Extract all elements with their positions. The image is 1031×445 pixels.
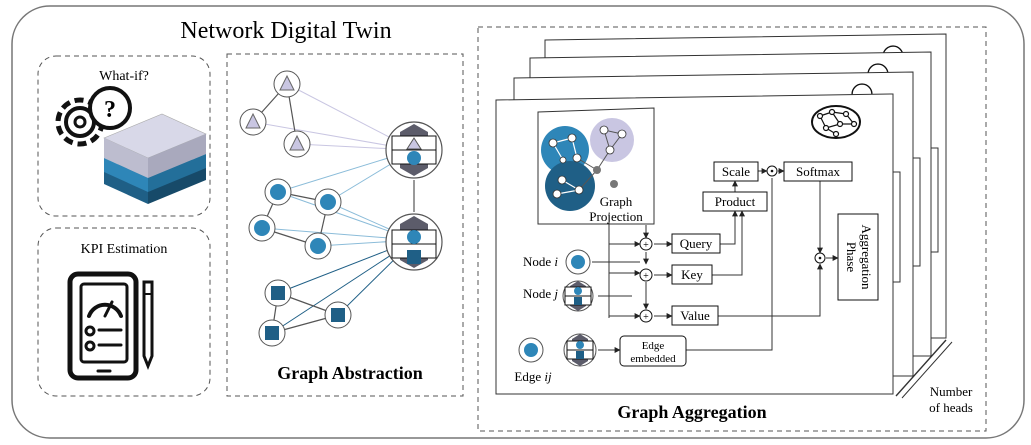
multiply-operator: [814, 252, 826, 264]
edge-ij-aggregate-icon: [563, 333, 597, 367]
what-if-panel: What-if? ?: [37, 55, 211, 217]
svg-text:Query: Query: [680, 236, 713, 251]
neural-network-icon: [811, 105, 861, 139]
graph-aggregation-panel: Graph Projection: [477, 26, 987, 432]
circle-node: [314, 188, 342, 216]
kpi-panel: KPI Estimation: [37, 227, 211, 397]
product-box: Product: [702, 191, 768, 212]
kpi-title: KPI Estimation: [81, 242, 168, 257]
svg-text:Value: Value: [680, 308, 710, 323]
svg-text:Product: Product: [715, 194, 756, 209]
node-i-icon: [565, 249, 591, 275]
scale-box: Scale: [713, 161, 759, 182]
what-if-title: What-if?: [99, 69, 149, 84]
graph-abstraction-panel: Graph Abstraction: [226, 53, 464, 397]
main-title: Network Digital Twin: [180, 18, 391, 44]
circle-node: [304, 232, 332, 260]
graph-aggregation-title: Graph Aggregation: [617, 402, 766, 422]
add-operator: +: [639, 268, 653, 282]
graph-projection-label-1: Graph: [600, 194, 633, 209]
multiply-operator: [766, 165, 778, 177]
network-layers-icon: [103, 113, 207, 204]
svg-text:+: +: [643, 271, 649, 282]
key-box: Key: [671, 264, 713, 285]
square-node: [324, 301, 352, 329]
circle-node: [248, 214, 276, 242]
svg-text:embedded: embedded: [630, 353, 676, 365]
add-operator: +: [639, 237, 653, 251]
number-of-heads-label-1: Number: [930, 384, 973, 399]
question-icon: ?: [88, 86, 132, 130]
query-box: Query: [671, 233, 721, 254]
triangle-node: [239, 108, 267, 136]
svg-text:Edge: Edge: [642, 340, 665, 352]
node-j-icon: [562, 280, 594, 312]
add-operator: +: [639, 309, 653, 323]
node-i-label: Node i: [523, 254, 558, 269]
svg-text:Softmax: Softmax: [796, 164, 841, 179]
graph-projection-box: Graph Projection: [537, 107, 655, 225]
aggregated-node-top: [385, 121, 443, 179]
softmax-box: Softmax: [783, 161, 853, 182]
svg-text:Scale: Scale: [722, 164, 750, 179]
circle-node: [264, 178, 292, 206]
square-node: [258, 319, 286, 347]
square-node: [264, 279, 292, 307]
edge-ij-label: Edge ij: [514, 369, 552, 384]
aggregated-node-bottom: [385, 213, 443, 271]
node-j-label: Node j: [523, 286, 558, 301]
svg-text:Key: Key: [681, 267, 703, 282]
triangle-node: [283, 130, 311, 158]
aggregation-phase-box: Aggregation Phase: [837, 213, 879, 301]
graph-abstraction-title: Graph Abstraction: [277, 363, 423, 383]
graph-projection-label-2: Projection: [589, 209, 643, 224]
edge-ij-node-icon: [518, 337, 544, 363]
edge-embedded-box: Edge embedded: [619, 335, 687, 367]
svg-text:+: +: [643, 312, 649, 323]
triangle-node: [273, 70, 301, 98]
svg-text:?: ?: [104, 97, 116, 123]
number-of-heads-label-2: of heads: [929, 400, 973, 415]
svg-text:Phase: Phase: [844, 242, 859, 273]
tablet-report-icon: [67, 271, 154, 381]
svg-text:Aggregation: Aggregation: [859, 225, 874, 290]
value-box: Value: [671, 305, 719, 326]
svg-text:+: +: [643, 240, 649, 251]
